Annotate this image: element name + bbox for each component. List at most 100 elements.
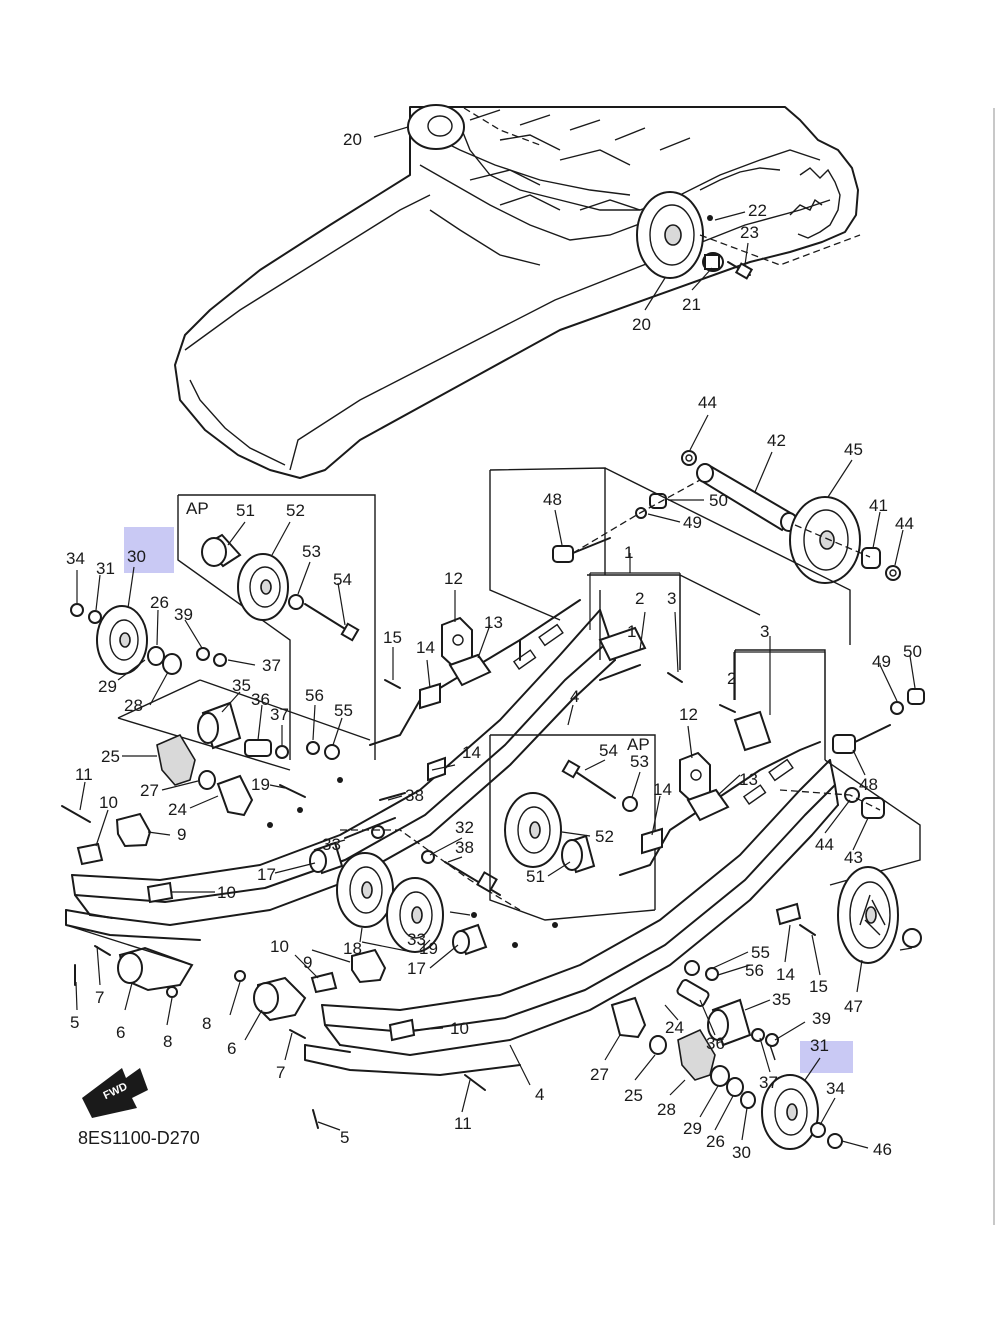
wheel-18-b [386,877,444,953]
callout-28: 28 [124,696,143,715]
wear-pad-14-left-top [419,682,441,710]
wheel-18-a [336,852,394,928]
washer-44-right-b [844,787,860,803]
collar-38-center [444,861,501,896]
callout-37: 37 [270,705,289,724]
callout-49: 49 [872,652,891,671]
collar-17-left [309,841,344,875]
callout-22: 22 [748,201,767,220]
callout-12: 12 [679,705,698,724]
wheel-46 [837,866,899,964]
callout-56: 56 [745,961,764,980]
callout-42: 42 [767,431,786,450]
bolt-38-left [379,792,406,801]
washer-53-left [288,594,304,610]
callout-46: 46 [873,1140,892,1159]
track-belt [174,106,859,479]
callout-44: 44 [815,835,834,854]
end-cap-6-left [117,946,194,992]
bolt-3-left [667,672,683,683]
spacer-35-right [707,998,752,1047]
callout-35: 35 [772,990,791,1009]
collar-33-center [371,825,385,839]
ap-box-left: AP [177,494,376,760]
callout-54: 54 [599,741,618,760]
washer-39-right [765,1033,779,1047]
callout-24: 24 [168,800,187,819]
bracket-2-left [598,626,647,681]
callout-45: 45 [844,440,863,459]
callout-11: 11 [75,765,93,784]
callout-17: 17 [257,865,276,884]
bracket-2-right [733,710,772,752]
callout-29: 29 [683,1119,702,1138]
washer-8-left [166,986,178,998]
ap-label-left: AP [186,499,209,518]
collar-17-center [452,923,488,956]
callout-2: 2 [635,589,644,608]
callout-17: 17 [407,959,426,978]
callout-43: 43 [844,848,863,867]
bolt-5-right [312,1109,319,1129]
bolt-11-right [464,1074,486,1091]
washer-44-top [681,450,697,466]
callout-25: 25 [624,1086,643,1105]
callout-33: 33 [322,835,341,854]
washer-31-right [810,1122,826,1138]
idler-wheel-20-middle [636,191,704,279]
callout-39: 39 [174,605,193,624]
callout-6: 6 [227,1039,236,1058]
callout-3: 3 [760,622,769,641]
callout-32: 32 [455,818,474,837]
callout-50: 50 [903,642,922,661]
callout-14: 14 [416,638,435,657]
clip-10-right-b [388,1018,416,1042]
callout-51: 51 [526,867,545,886]
bushing-48-right [832,724,891,754]
callout-14: 14 [462,743,481,762]
callout-5: 5 [70,1013,79,1032]
washer-31-left [88,610,102,624]
callout-31: 31 [96,559,115,578]
bracket-25-right [677,1028,716,1081]
clip-10-left [76,842,104,866]
callout-19: 19 [419,939,438,958]
washer-37-left [213,653,227,667]
callout-55: 55 [334,701,353,720]
callout-34: 34 [66,549,85,568]
callout-44: 44 [895,514,914,533]
highlight-box-30-right [800,1041,853,1073]
nut-47 [902,928,922,948]
collar-27-left [198,770,216,790]
callout-27: 27 [140,781,159,800]
wheel-30-left [96,605,148,675]
callout-53: 53 [630,752,649,771]
bolt-7-right [289,1029,306,1039]
callout-30: 30 [732,1143,751,1162]
callout-11: 11 [454,1114,472,1133]
rail-slots-left [512,623,564,670]
washer-55-right [684,960,700,976]
idler-wheel-20-top [407,104,465,150]
callout-44: 44 [698,393,717,412]
callout-48: 48 [859,775,878,794]
callout-38: 38 [455,838,474,857]
callout-10: 10 [217,883,236,902]
callout-1: 1 [624,543,633,562]
rail-slots-right [742,758,794,805]
callout-33: 33 [407,930,426,949]
spacer-36-right [676,979,710,1007]
bracket-24-right [610,996,647,1039]
callout-36: 36 [251,690,270,709]
bolt-15-left [384,679,401,689]
callout-34: 34 [826,1079,845,1098]
callout-51: 51 [236,501,255,520]
drawing-code: 8ES1100-D270 [78,1128,200,1148]
callout-10: 10 [450,1019,469,1038]
callout-13: 13 [484,613,503,632]
bolt-11-left [61,805,91,823]
slide-strip-left [65,909,201,941]
callout-9: 9 [303,953,312,972]
